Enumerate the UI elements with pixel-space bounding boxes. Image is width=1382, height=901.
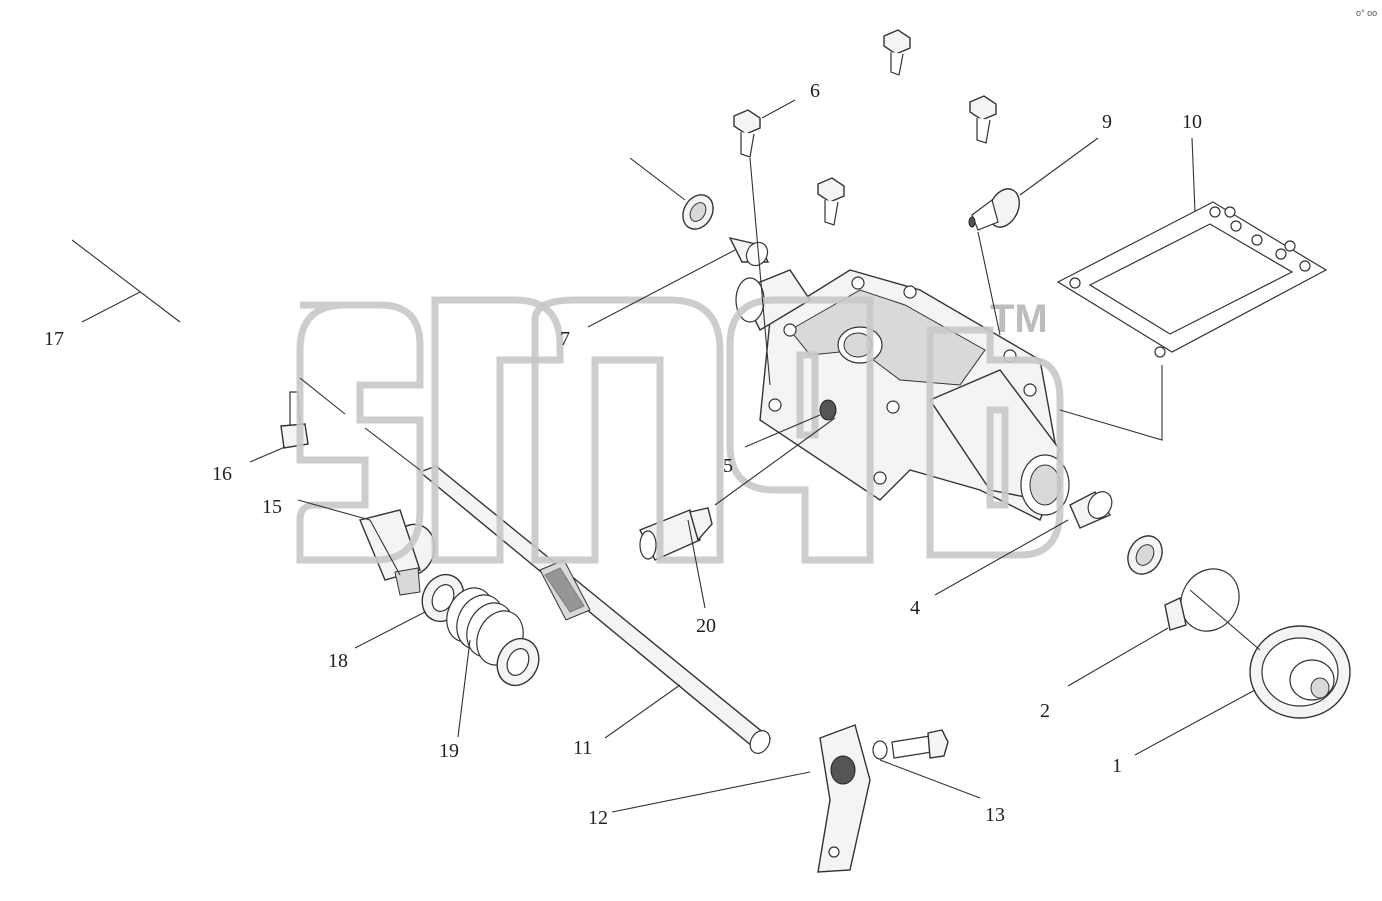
boot-1-part — [1249, 625, 1351, 719]
sensor-20-part — [639, 507, 713, 561]
callout-1: 1 — [1112, 755, 1122, 777]
bushing-7-part — [728, 236, 770, 267]
seal-ring-part — [1127, 535, 1163, 575]
callout-13: 13 — [985, 804, 1005, 826]
callout-4: 4 — [910, 597, 920, 619]
plug-16-part — [280, 391, 309, 449]
bolt-part — [817, 177, 845, 226]
callout-10: 10 — [1182, 111, 1202, 133]
callout-9: 9 — [1102, 111, 1112, 133]
callout-19: 19 — [439, 740, 459, 762]
callout-5: 5 — [723, 455, 733, 477]
corner-mark: o° oo — [1356, 8, 1377, 18]
bolt-6-part — [733, 109, 761, 158]
callout-16: 16 — [212, 463, 232, 485]
callout-15: 15 — [262, 496, 282, 518]
callout-18: 18 — [328, 650, 348, 672]
bolt-part — [969, 95, 997, 144]
bearing-9-part — [968, 188, 1020, 231]
oil-seal-part — [682, 194, 714, 230]
callout-6: 6 — [810, 80, 820, 102]
lever-12-part — [817, 724, 871, 873]
clamp-2-part — [1164, 568, 1240, 632]
bushing-4-part — [1069, 491, 1113, 529]
callout-20: 20 — [696, 615, 716, 637]
bolt-part — [883, 29, 911, 76]
callout-7: 7 — [560, 328, 570, 350]
callout-2: 2 — [1040, 700, 1050, 722]
fork-15-part — [359, 509, 436, 596]
watermark-trademark: TM — [990, 297, 1048, 341]
gasket-part — [1056, 201, 1328, 358]
callout-11: 11 — [573, 737, 592, 759]
callout-17: 17 — [44, 328, 64, 350]
callout-labels: 17 16 15 18 19 11 12 13 20 5 7 6 9 10 4 … — [44, 80, 1202, 829]
leader-lines — [71, 99, 1261, 813]
bolt-13-part — [872, 729, 949, 760]
spring-19-part — [446, 587, 540, 687]
watermark-logo: TM — [296, 296, 1064, 564]
callout-12: 12 — [588, 807, 608, 829]
